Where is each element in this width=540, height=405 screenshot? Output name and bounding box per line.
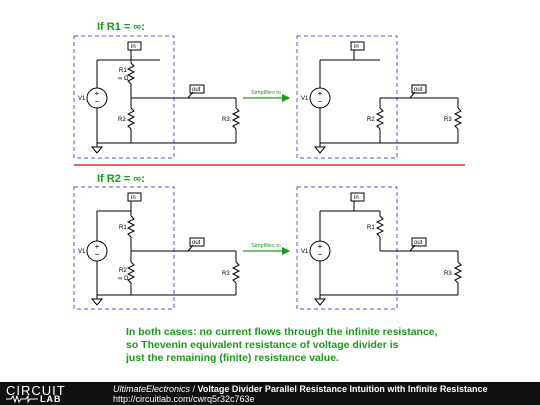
case2-simplifies-label: Simplifies to: [251, 243, 281, 249]
case2-v1-label: V1: [78, 249, 86, 255]
logo-text-bottom: LAB: [40, 394, 62, 404]
case1s-r3-label: R3: [444, 117, 452, 123]
case1s-v1-label: V1: [301, 96, 309, 102]
case2-r2-value: ∞ Ω: [118, 276, 129, 282]
case1-simplifies-label: Simplifies to: [251, 90, 281, 96]
summary-line-3: just the remaining (finite) resistance v…: [126, 352, 339, 364]
case2s-in-label: in: [354, 195, 359, 201]
svg-text:−: −: [95, 250, 100, 259]
case2s-v1-label: V1: [301, 249, 309, 255]
case2s-r1-label: R1: [367, 225, 375, 231]
case2-out-label: out: [192, 240, 201, 246]
svg-text:+: +: [318, 89, 323, 98]
case1-out-label: out: [192, 87, 201, 93]
footer-author[interactable]: UltimateElectronics: [113, 384, 191, 394]
case1s-in-label: in: [354, 44, 359, 50]
case1s-r2-label: R2: [367, 117, 375, 123]
svg-text:+: +: [95, 242, 100, 251]
case2s-out-label: out: [414, 240, 423, 246]
footer-circuit-title[interactable]: Voltage Divider Parallel Resistance Intu…: [197, 384, 488, 394]
r1-resistor: [126, 62, 136, 85]
case1-r1-label: R1: [119, 68, 127, 74]
case2s-r3-label: R3: [444, 271, 452, 277]
case1-in-label: in: [131, 44, 136, 50]
svg-text:−: −: [95, 97, 100, 106]
case2-simplified-v1-source: + −: [309, 240, 331, 262]
case2-in-label: in: [131, 195, 136, 201]
case1-v1-label: V1: [78, 96, 86, 102]
case1-r2-label: R2: [118, 117, 126, 123]
case2-simplified-circuit: [313, 192, 463, 306]
circuitlab-logo[interactable]: CIRCUIT LAB: [6, 383, 98, 404]
svg-text:−: −: [318, 250, 323, 259]
summary-line-2: so Thevenin equivalent resistance of vol…: [126, 339, 399, 351]
footer-url[interactable]: http://circuitlab.com/cwrq5r32c763e: [113, 394, 255, 404]
waveform-icon: [6, 395, 38, 403]
case2-heading: If R2 = ∞:: [97, 173, 145, 185]
footer-separator: /: [190, 384, 198, 394]
case1-simplified-v1-source: + −: [309, 87, 331, 109]
footer-title: UltimateElectronics / Voltage Divider Pa…: [113, 384, 487, 394]
case1-heading: If R1 = ∞:: [97, 21, 145, 33]
case1-r3-label: R3: [222, 117, 230, 123]
footer-bar: CIRCUIT LAB UltimateElectronics / Voltag…: [0, 382, 540, 405]
summary-text: In both cases: no current flows through …: [126, 326, 456, 365]
logo-text-top: CIRCUIT: [6, 383, 66, 398]
case1-original-circuit: [90, 41, 241, 154]
case2-r1-label: R1: [119, 225, 127, 231]
summary-line-1: In both cases: no current flows through …: [126, 326, 438, 338]
case2-v1-source: + −: [86, 240, 108, 262]
case2-original-circuit: [90, 192, 241, 306]
svg-text:−: −: [318, 97, 323, 106]
case1-original-frame: [73, 35, 175, 159]
svg-text:+: +: [95, 89, 100, 98]
svg-text:+: +: [318, 242, 323, 251]
case1-v1-source: + −: [86, 87, 108, 109]
case1s-out-label: out: [414, 87, 423, 93]
case2-r3-label: R3: [222, 271, 230, 277]
case2-original-frame: [73, 186, 175, 310]
case2-simplified-frame: [296, 186, 398, 310]
case1-r1-value: ∞ Ω: [118, 76, 129, 82]
case1-simplified-frame: [296, 35, 398, 159]
case2-r2-label: R2: [119, 268, 127, 274]
case1-simplified-circuit: [313, 41, 463, 154]
